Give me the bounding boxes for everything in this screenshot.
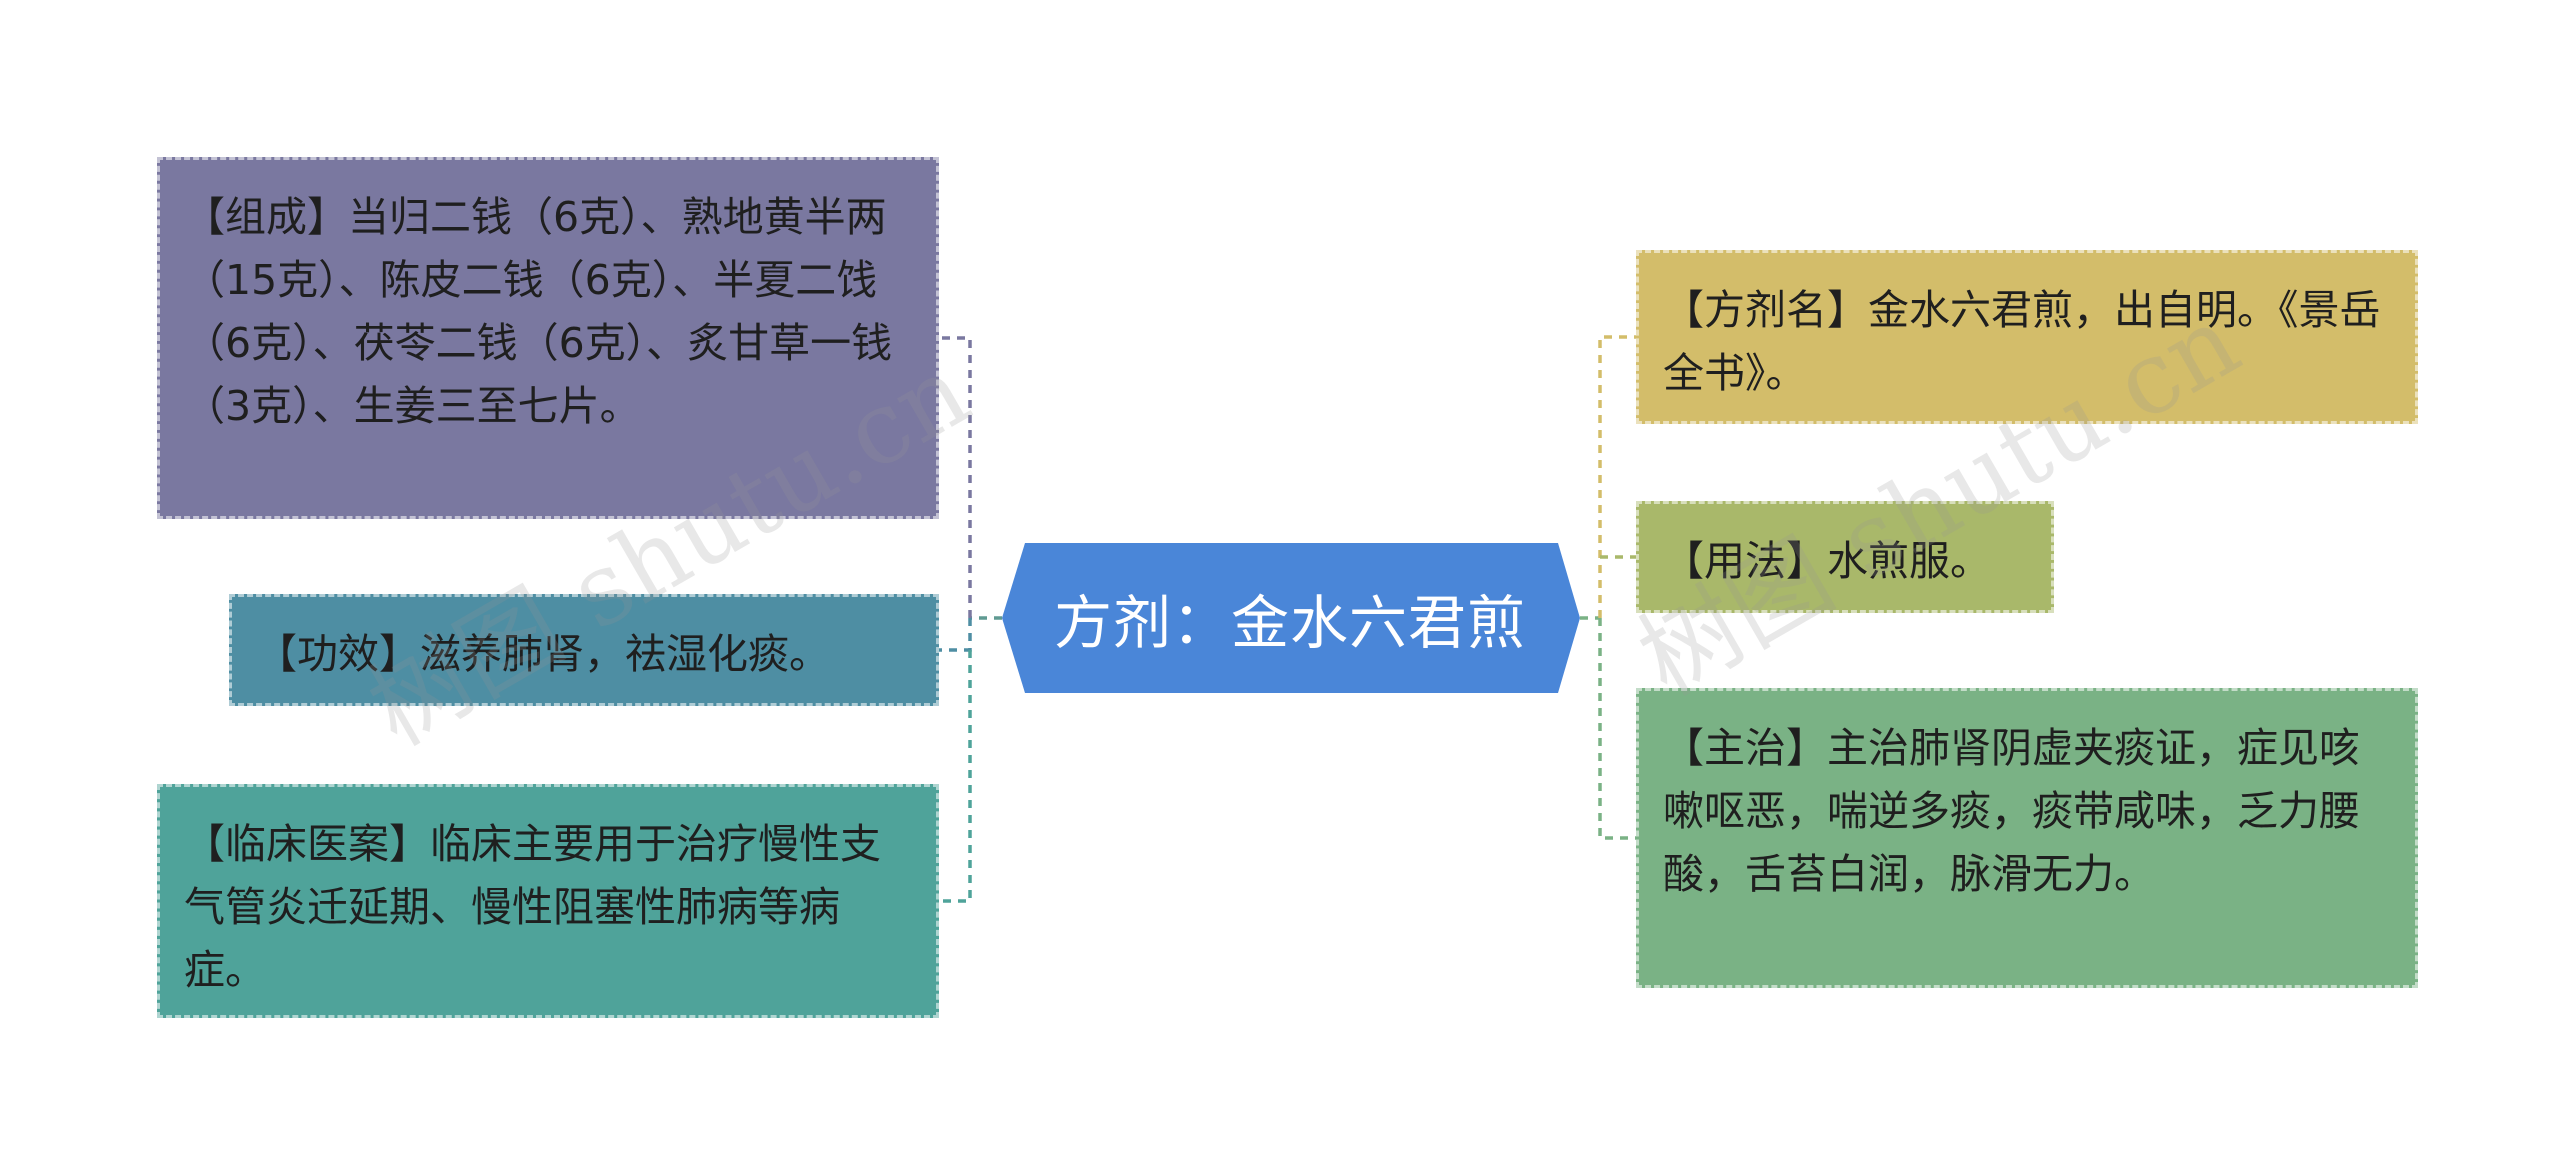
link-clinic bbox=[939, 650, 972, 903]
center-node[interactable] bbox=[1002, 543, 1580, 693]
node-usage[interactable]: 【用法】水煎服。 bbox=[1636, 501, 2054, 613]
center-node-label: 方剂：金水六君煎 bbox=[1053, 589, 1526, 657]
link-name bbox=[1598, 335, 1636, 618]
node-composition[interactable]: 【组成】当归二钱（6克）、熟地黄半两（15克）、陈皮二钱（6克）、半夏二饯（6克… bbox=[157, 157, 939, 519]
node-efficacy[interactable]: 【功效】滋养肺肾，祛湿化痰。 bbox=[229, 594, 939, 706]
link-effect bbox=[939, 618, 972, 652]
link-indic bbox=[1598, 618, 1636, 840]
node-clinical-cases[interactable]: 【临床医案】临床主要用于治疗慢性支气管炎迁延期、慢性阻塞性肺病等病症。 bbox=[157, 784, 939, 1018]
link-compose bbox=[939, 336, 972, 618]
node-indications[interactable]: 【主治】主治肺肾阴虚夹痰证，症见咳嗽呕恶，喘逆多痰，痰带咸味，乏力腰酸，舌苔白润… bbox=[1636, 688, 2418, 988]
node-formula-name[interactable]: 【方剂名】金水六君煎，出自明。《景岳全书》。 bbox=[1636, 250, 2418, 424]
